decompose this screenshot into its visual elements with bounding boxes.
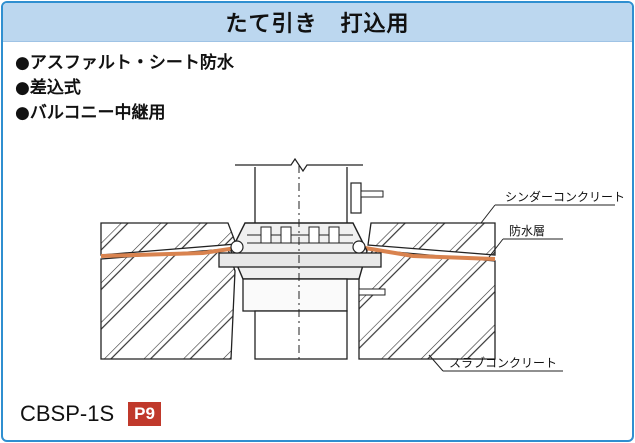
lower-pipe — [242, 278, 348, 312]
waterproof-membrane — [100, 245, 496, 261]
model-number: CBSP-1S — [20, 401, 115, 426]
label-slab-concrete: スラブコンクリート — [449, 355, 557, 370]
feature-item: ●差込式 — [15, 78, 81, 98]
cross-section-drawing: シンダーコンクリート 防水層 スラブコンクリート — [100, 157, 625, 372]
feature-item: ●バルコニー中継用 — [15, 103, 166, 123]
label-waterproof-layer: 防水層 — [509, 223, 545, 238]
slab-concrete-left — [100, 248, 236, 360]
cinder-concrete-right — [367, 222, 496, 256]
model-row: CBSP-1S P9 — [20, 401, 161, 427]
label-cinder-concrete: シンダーコンクリート — [505, 189, 625, 204]
feature-item: ●アスファルト・シート防水 — [15, 53, 234, 73]
header-title: たて引き 打込用 — [225, 12, 410, 37]
page-badge[interactable]: P9 — [128, 402, 161, 426]
feature-list: ●アスファルト・シート防水 ●差込式 ●バルコニー中継用 — [15, 51, 234, 126]
card-header: たて引き 打込用 — [3, 3, 632, 42]
